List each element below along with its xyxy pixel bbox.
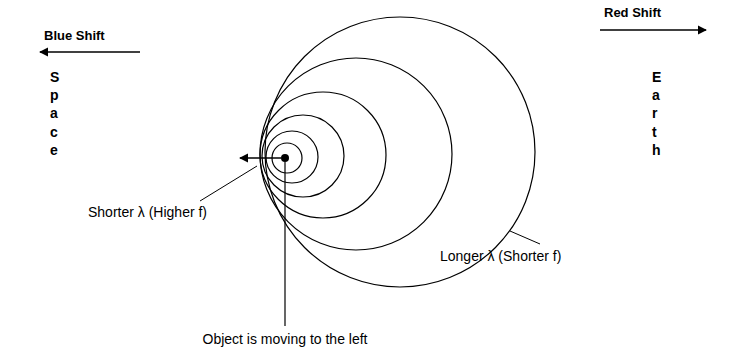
leader-line [510, 231, 540, 244]
shift-label: Red Shift [604, 5, 661, 21]
leader-line [284, 162, 285, 326]
moving-object-dot [281, 154, 289, 162]
region-label: Space [50, 68, 51, 159]
wavelength-label: Longer λ (Shorter f) [440, 248, 561, 265]
wavefront-circle [260, 92, 386, 218]
red-shift-arrow [600, 29, 706, 30]
motion-arrow [240, 157, 281, 158]
wavefront-circle [266, 131, 318, 183]
wavefront-circle [262, 115, 344, 197]
leader-line [200, 166, 257, 201]
blue-shift-arrow [40, 51, 140, 52]
object-label: Object is moving to the left [203, 331, 368, 348]
wavefront-circle [260, 58, 452, 250]
region-label: Earth [652, 68, 653, 159]
wavefront-circle [265, 17, 535, 287]
shift-label: Blue Shift [44, 28, 105, 44]
wavelength-label: Shorter λ (Higher f) [88, 204, 207, 221]
